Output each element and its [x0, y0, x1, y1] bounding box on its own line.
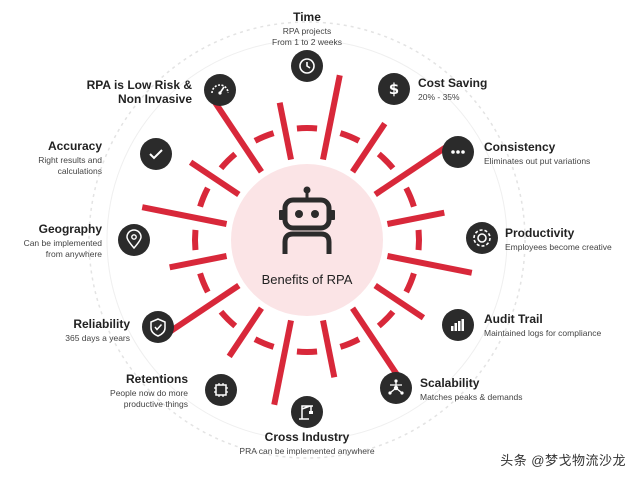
red-ray: [373, 144, 449, 197]
benefit-rpa-is-low-risk-non-invasive: RPA is Low Risk &Non Invasive: [72, 78, 192, 107]
benefit-title: Audit Trail: [484, 312, 543, 326]
benefit-description: Employees become creative: [505, 242, 612, 253]
svg-text:$: $: [389, 80, 399, 98]
red-ray: [320, 74, 343, 161]
bar-chart-icon: [442, 309, 474, 341]
red-ray: [211, 98, 264, 174]
crane-icon: [291, 396, 323, 428]
shield-icon: [142, 311, 174, 343]
benefit-title: Scalability: [420, 376, 480, 390]
red-ray-arc: [218, 309, 238, 329]
gauge-icon: [204, 74, 236, 106]
benefit-description: Maintained logs for compliance: [484, 328, 602, 339]
benefit-cost-saving: Cost Saving 20% - 35%: [418, 76, 487, 103]
center-title: Benefits of RPA: [261, 272, 353, 287]
outer-solid-ring: [106, 39, 508, 441]
red-ray-arc: [197, 272, 211, 294]
benefit-title: Cross Industry: [264, 430, 350, 444]
red-ray: [169, 253, 228, 271]
red-ray: [141, 204, 228, 227]
check-icon: [140, 138, 172, 170]
benefit-icons: $: [118, 50, 498, 428]
cube-icon: [205, 374, 237, 406]
benefit-title: Time: [293, 10, 321, 24]
red-ray-arc: [339, 336, 361, 350]
red-ray: [350, 121, 388, 174]
benefit-title: Accuracy: [47, 139, 102, 153]
benefit-title: Productivity: [505, 226, 575, 240]
watermark: 头条 @梦戈物流沙龙: [500, 453, 626, 468]
benefit-title: Retentions: [125, 372, 188, 386]
dots-icon: [442, 136, 474, 168]
red-ray: [386, 253, 473, 276]
benefit-title: Consistency: [484, 140, 556, 154]
red-ray: [320, 319, 338, 378]
network-icon: [380, 372, 412, 404]
red-ray: [271, 319, 294, 406]
clock-icon: [291, 50, 323, 82]
benefit-reliability: Reliability 365 days a years: [24, 317, 130, 344]
benefit-description: 365 days a years: [65, 333, 130, 344]
benefit-description: Matches peaks & demands: [420, 392, 523, 403]
benefit-title: Geography: [38, 222, 102, 236]
red-ray: [226, 306, 264, 359]
dollar-icon: $: [378, 73, 410, 105]
benefit-title: Reliability: [73, 317, 130, 331]
red-ray: [188, 159, 241, 197]
red-ray: [165, 283, 241, 336]
location-pin-icon: [118, 224, 150, 256]
red-ray: [373, 283, 426, 321]
center-circle: [231, 164, 383, 316]
benefit-description: Right results and calculations: [38, 155, 102, 176]
robot-icon: [279, 186, 335, 254]
red-ray-arc: [403, 186, 417, 208]
red-ray-arc: [197, 186, 211, 208]
benefit-description: 20% - 35%: [418, 92, 460, 103]
outer-dotted-ring: [88, 21, 526, 459]
red-rays: [141, 74, 473, 406]
red-ray-arc: [403, 272, 417, 294]
benefit-title: RPA is Low Risk &Non Invasive: [86, 78, 192, 107]
benefit-description: PRA can be implemented anywhere: [239, 446, 375, 457]
red-ray-arc: [253, 336, 275, 350]
benefit-description: Eliminates out put variations: [484, 156, 591, 167]
red-ray-arc: [218, 151, 238, 171]
red-ray: [386, 209, 445, 227]
red-ray-arc: [376, 309, 396, 329]
red-ray-arc: [253, 130, 275, 144]
benefit-title: Cost Saving: [418, 76, 488, 90]
red-ray-arc: [376, 151, 396, 171]
red-ray: [276, 102, 294, 161]
gear-icon: [466, 222, 498, 254]
red-ray-arc: [339, 130, 361, 144]
red-ray: [350, 306, 403, 382]
